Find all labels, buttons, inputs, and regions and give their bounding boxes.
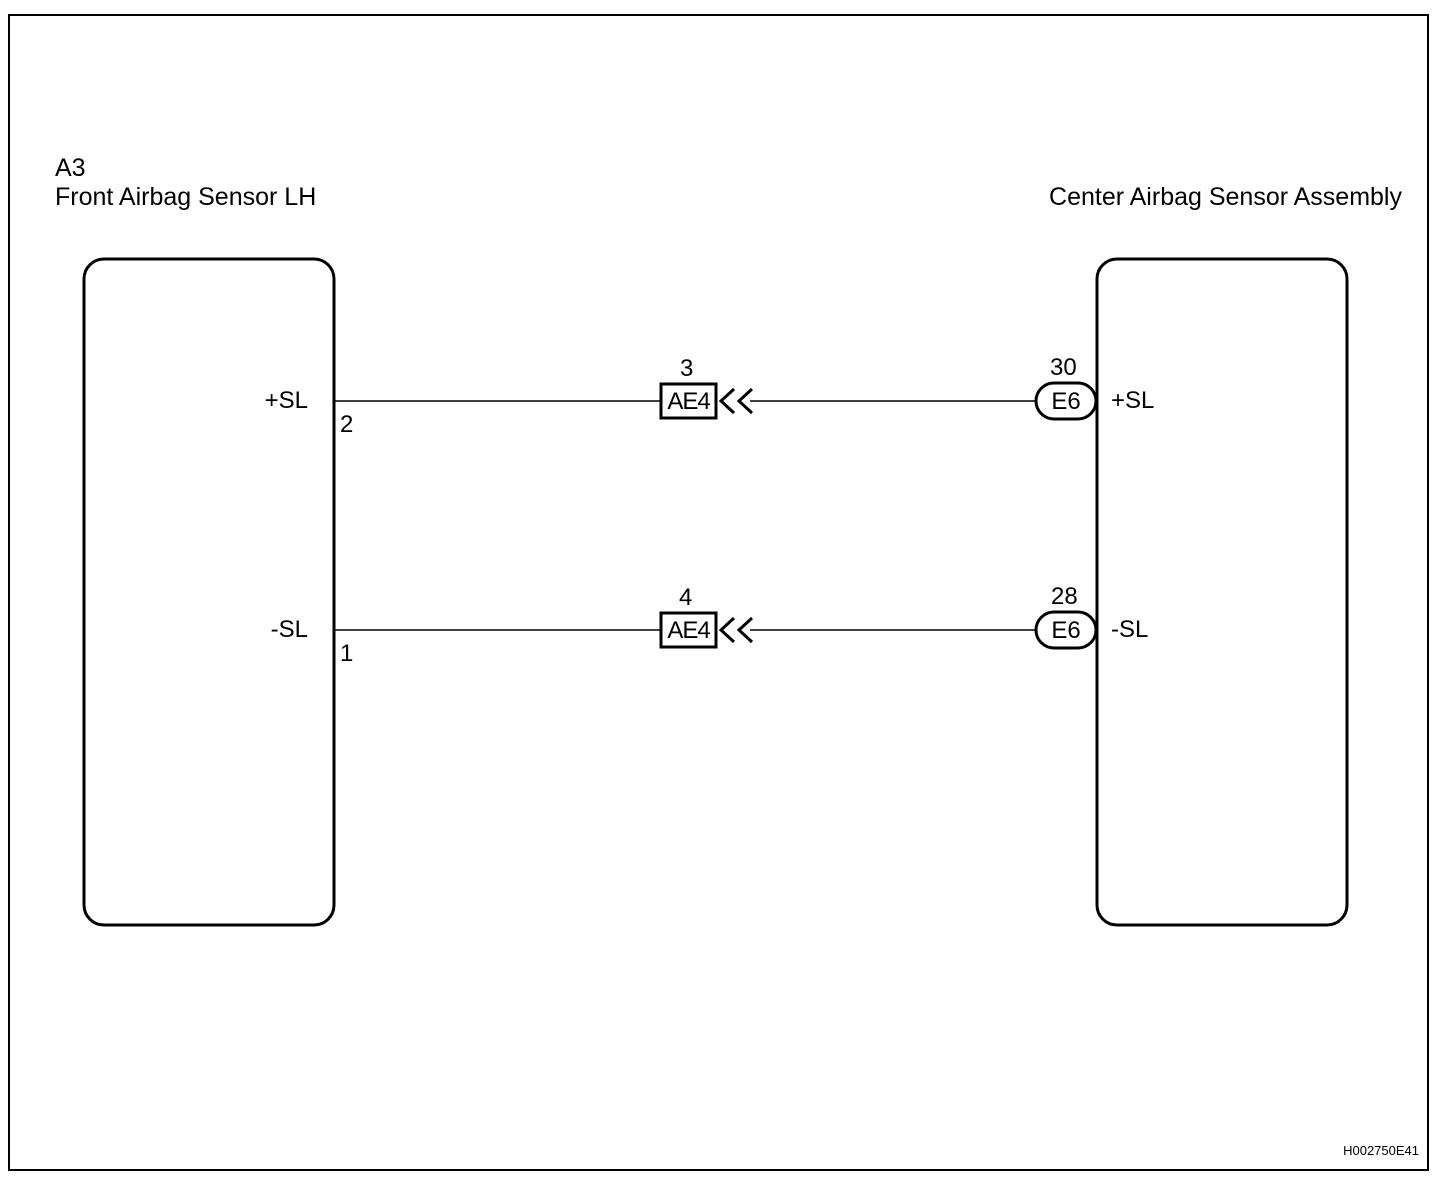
- left-component-box: [82, 257, 336, 927]
- figure-id: H002750E41: [1343, 1143, 1419, 1158]
- right-component-box: [1095, 257, 1349, 927]
- diagram-frame: [8, 14, 1429, 1171]
- right-component-name: Center Airbag Sensor Assembly: [1049, 183, 1402, 211]
- connector-oval-e6-2: [1034, 610, 1098, 650]
- junction-connector-label-2: AE4: [667, 617, 710, 644]
- right-pin-30: 30: [1050, 354, 1077, 381]
- right-connector-label-2: E6: [1051, 617, 1081, 644]
- connector-chevron-icon: [736, 616, 754, 644]
- left-pin-1: 1: [340, 640, 354, 667]
- connector-chevron-icon: [736, 387, 754, 415]
- left-pin-2: 2: [340, 411, 354, 438]
- connector-oval-e6-1: [1034, 381, 1098, 421]
- junction-pin-3: 3: [680, 355, 694, 382]
- junction-pin-4: 4: [679, 584, 693, 611]
- right-signal-plus-sl: +SL: [1111, 387, 1155, 414]
- left-signal-plus-sl: +SL: [264, 387, 308, 414]
- right-connector-label-1: E6: [1051, 388, 1081, 415]
- connector-chevron-icon: [718, 387, 736, 415]
- left-signal-minus-sl: -SL: [270, 616, 308, 643]
- connector-chevron-icon: [718, 616, 736, 644]
- right-pin-28: 28: [1051, 583, 1078, 610]
- junction-connector-label-1: AE4: [667, 388, 710, 415]
- left-component-code: A3: [55, 154, 86, 182]
- left-component-name: Front Airbag Sensor LH: [55, 183, 317, 211]
- right-signal-minus-sl: -SL: [1111, 616, 1149, 643]
- junction-connector-box-1: [659, 382, 718, 420]
- junction-connector-box-2: [659, 611, 718, 649]
